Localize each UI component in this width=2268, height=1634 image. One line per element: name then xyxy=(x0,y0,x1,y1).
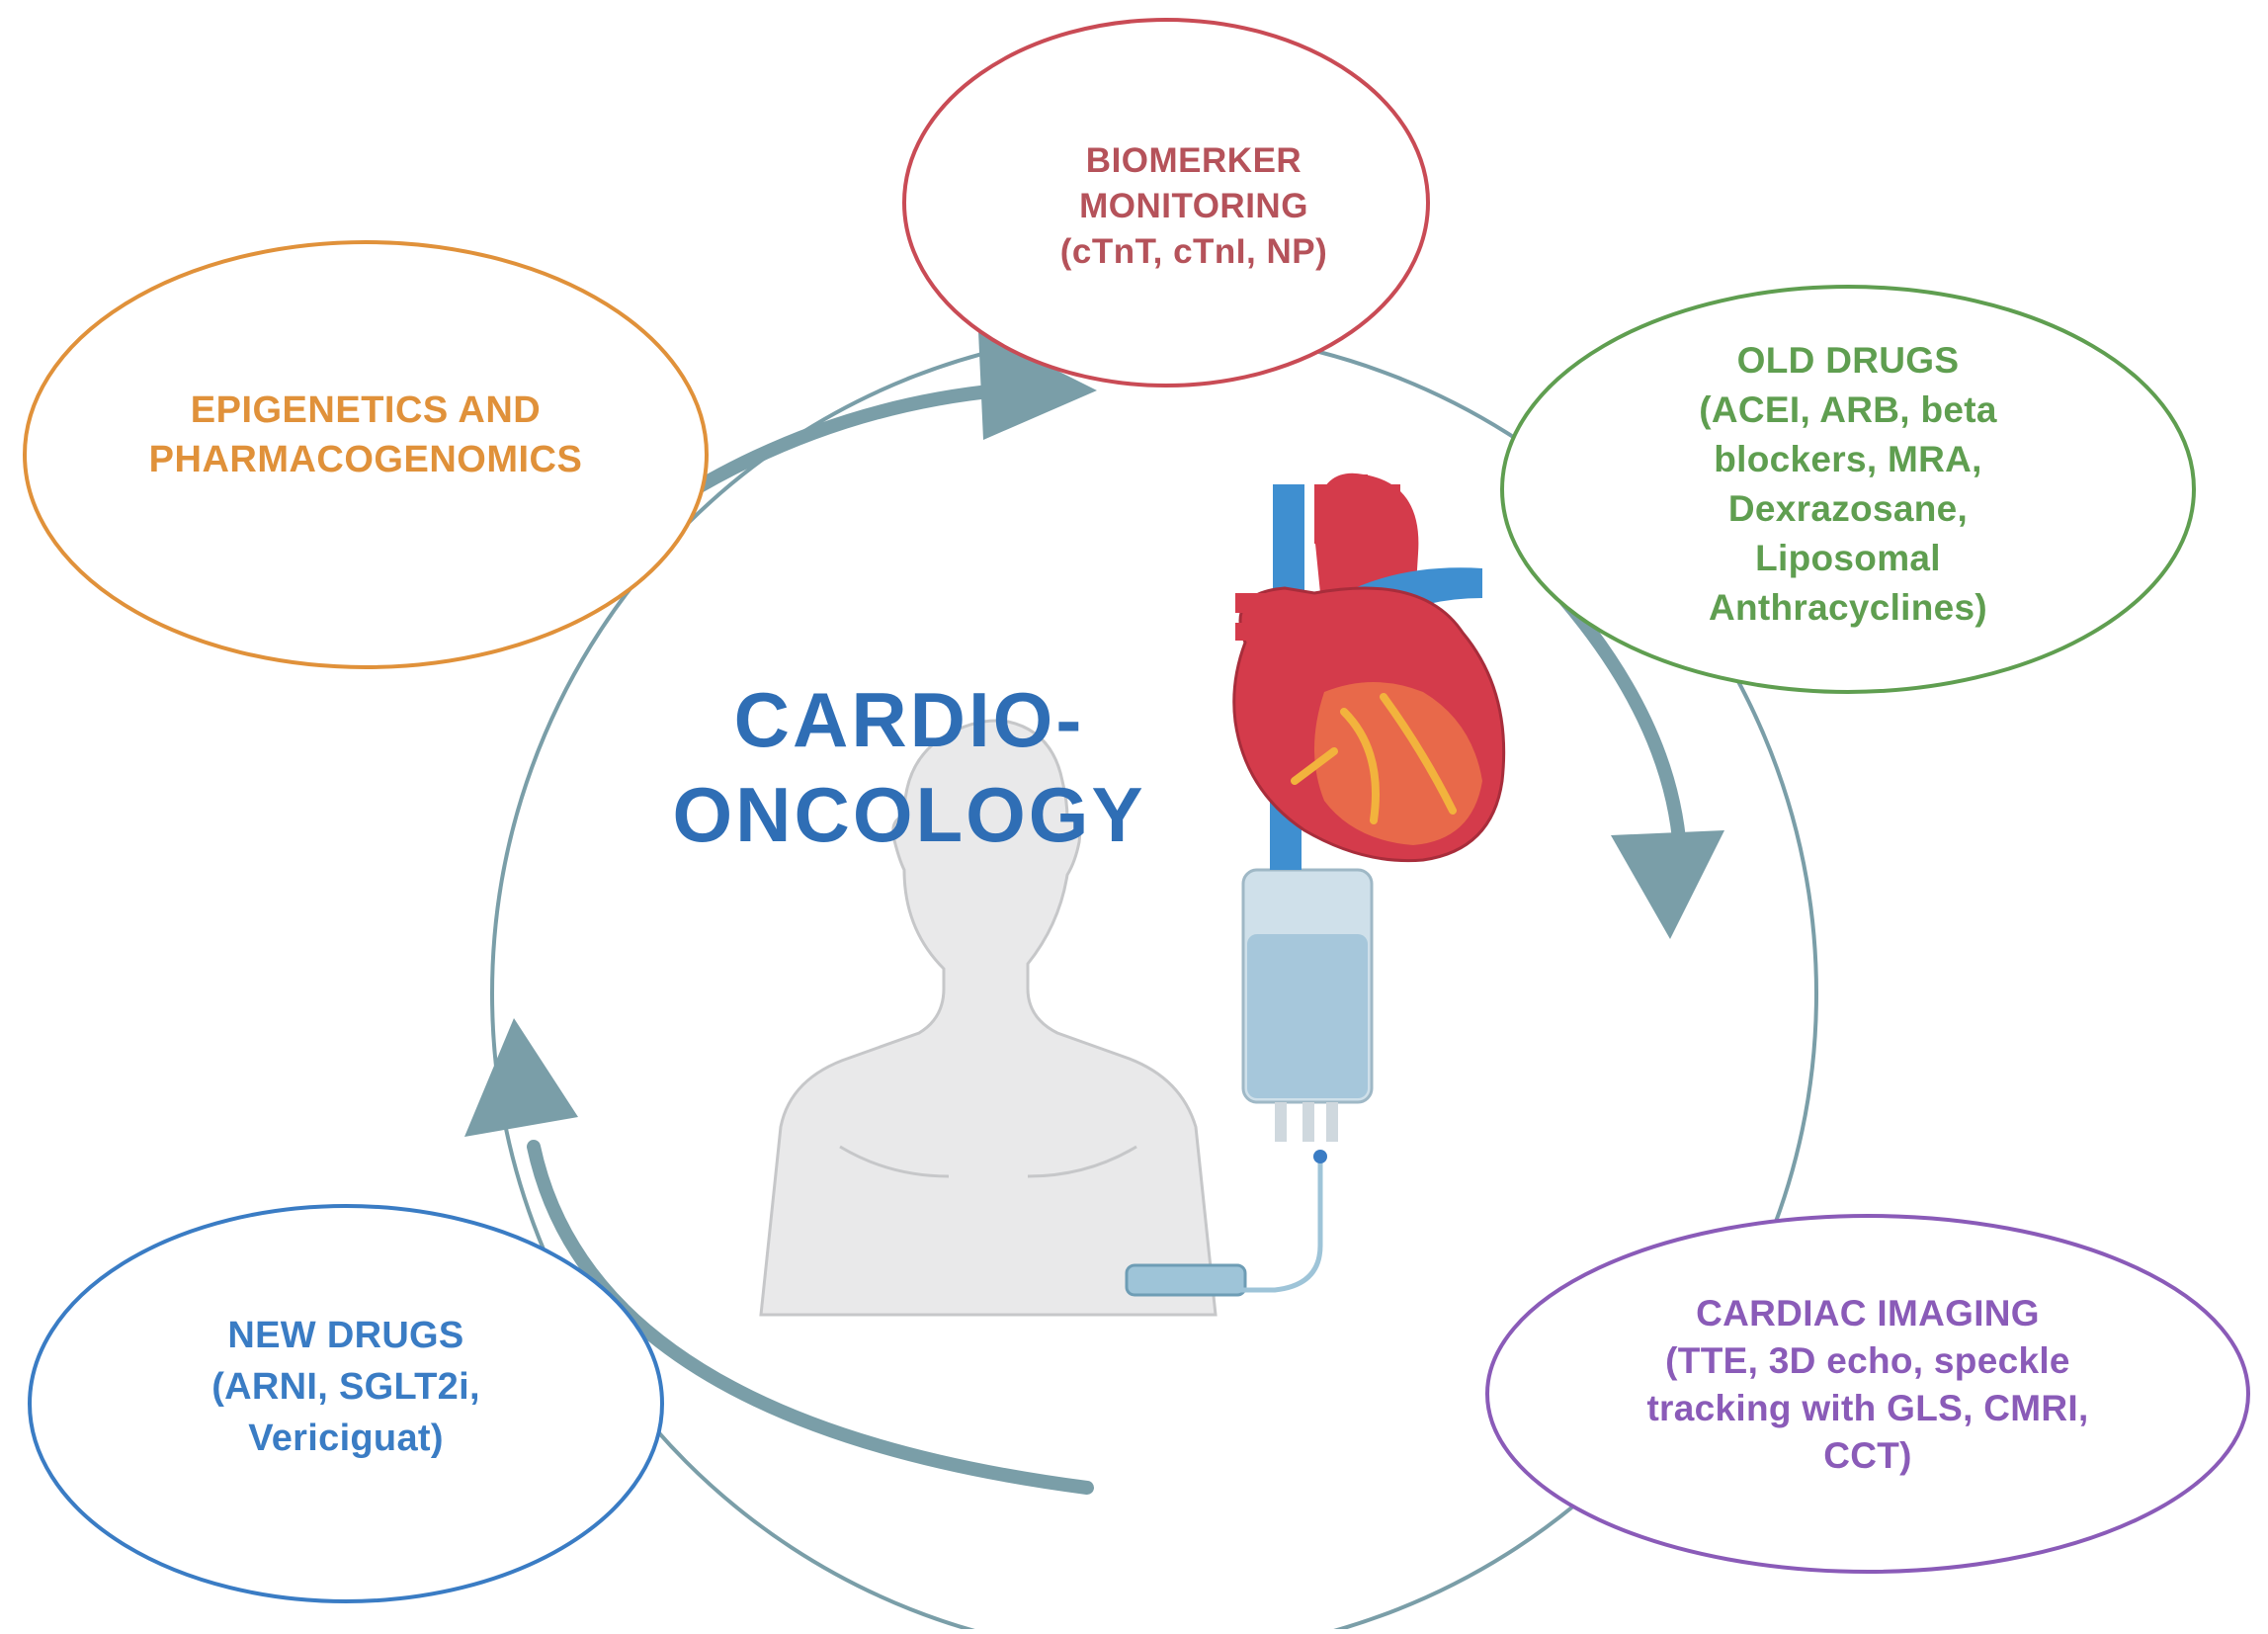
old-drugs-line-6: Anthracyclines) xyxy=(1708,587,1988,628)
arrow-head-left xyxy=(464,1018,578,1137)
new-drugs-line-1: NEW DRUGS xyxy=(227,1315,464,1356)
arrow-head-right xyxy=(1611,830,1724,939)
old-drugs-line-5: Liposomal xyxy=(1755,538,1941,578)
old-drugs-bubble xyxy=(1500,285,2196,694)
epigenetics-line-1: EPIGENETICS AND xyxy=(190,389,542,431)
biomarker-label: BIOMERKER MONITORING (cTnT, cTnI, NP) xyxy=(957,138,1431,275)
old-drugs-line-1: OLD DRUGS xyxy=(1736,340,1960,381)
epigenetics-label: EPIGENETICS AND PHARMACOGENOMICS xyxy=(79,386,652,484)
old-drugs-line-3: blockers, MRA, xyxy=(1714,439,1982,479)
imaging-line-1: CARDIAC IMAGING xyxy=(1696,1293,2040,1333)
epigenetics-line-2: PHARMACOGENOMICS xyxy=(148,439,583,480)
new-drugs-bubble xyxy=(28,1204,664,1603)
biomarker-line-1: BIOMERKER xyxy=(1085,141,1302,180)
center-title: CARDIO- ONCOLOGY xyxy=(613,672,1206,862)
biomarker-line-3: (cTnT, cTnI, NP) xyxy=(1059,232,1328,271)
heart-icon xyxy=(1232,473,1506,870)
iv-bag-icon xyxy=(1206,868,1374,1293)
old-drugs-label: OLD DRUGS (ACEI, ARB, beta blockers, MRA… xyxy=(1542,336,2154,633)
imaging-line-2: (TTE, 3D echo, speckle xyxy=(1665,1340,2070,1381)
old-drugs-line-2: (ACEI, ARB, beta xyxy=(1699,389,1997,430)
imaging-bubble xyxy=(1485,1214,2250,1574)
cycle-arc-bottom xyxy=(527,1140,1094,1495)
center-title-line-2: ONCOLOGY xyxy=(672,771,1146,858)
arrow-head-top xyxy=(978,331,1097,440)
imaging-line-4: CCT) xyxy=(1823,1435,1912,1476)
epigenetics-bubble xyxy=(23,240,709,669)
new-drugs-line-3: Vericiguat) xyxy=(248,1418,444,1459)
center-title-line-1: CARDIO- xyxy=(733,676,1085,763)
new-drugs-line-2: (ARNI, SGLT2i, xyxy=(211,1366,480,1408)
old-drugs-line-4: Dexrazosane, xyxy=(1727,488,1969,529)
patient-icon xyxy=(759,719,1247,1317)
biomarker-line-2: MONITORING xyxy=(1079,187,1308,225)
new-drugs-label: NEW DRUGS (ARNI, SGLT2i, Vericiguat) xyxy=(40,1310,652,1464)
imaging-line-3: tracking with GLS, CMRI, xyxy=(1646,1388,2089,1428)
biomarker-bubble xyxy=(902,18,1430,387)
imaging-label: CARDIAC IMAGING (TTE, 3D echo, speckle t… xyxy=(1482,1290,2253,1480)
